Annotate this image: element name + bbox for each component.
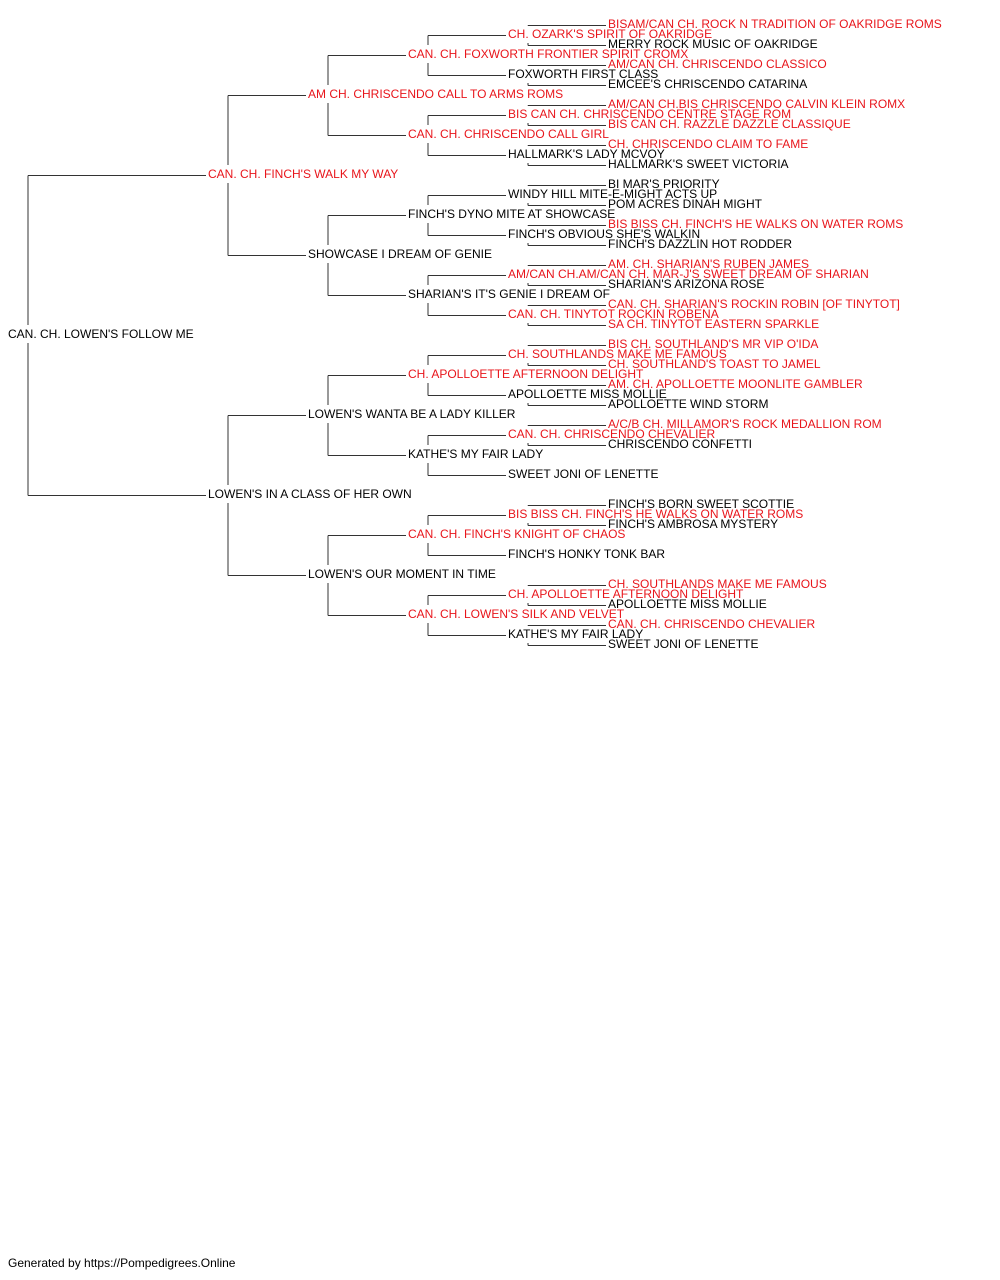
ancestor-name-gen-3: CAN. CH. LOWEN'S SILK AND VELVET <box>408 607 625 621</box>
ancestor-name-gen-5: FINCH'S DAZZLIN HOT RODDER <box>608 237 792 251</box>
ancestor-name-gen-5: BIS CH. SOUTHLAND'S MR VIP O'IDA <box>608 337 818 351</box>
ancestor-name-gen-3: CAN. CH. FINCH'S KNIGHT OF CHAOS <box>408 527 625 541</box>
ancestor-name-gen-4: SWEET JONI OF LENETTE <box>508 467 658 481</box>
ancestor-name-gen-4: FINCH'S OBVIOUS SHE'S WALKIN <box>508 227 700 241</box>
pedigree-tree: BISAM/CAN CH. ROCK N TRADITION OF OAKRID… <box>8 17 942 651</box>
ancestor-name-gen-5: POM ACRES DINAH MIGHT <box>608 197 763 211</box>
ancestor-name-gen-3: CAN. CH. CHRISCENDO CALL GIRL <box>408 127 609 141</box>
ancestor-name-gen-5: AM/CAN CH.BIS CHRISCENDO CALVIN KLEIN RO… <box>608 97 905 111</box>
ancestor-name-gen-4: BIS CAN CH. CHRISCENDO CENTRE STAGE ROM <box>508 107 791 121</box>
ancestor-name-gen-5: SA CH. TINYTOT EASTERN SPARKLE <box>608 317 819 331</box>
ancestor-name-gen-4: WINDY HILL MITE-E-MIGHT ACTS UP <box>508 187 717 201</box>
ancestor-name-gen-5: SHARIAN'S ARIZONA ROSE <box>608 277 764 291</box>
ancestor-name-gen-5: AM/CAN CH. CHRISCENDO CLASSICO <box>608 57 827 71</box>
ancestor-name-gen-5: BI MAR'S PRIORITY <box>608 177 720 191</box>
ancestor-name-gen-5: HALLMARK'S SWEET VICTORIA <box>608 157 789 171</box>
ancestor-name-gen-4: CH. APOLLOETTE AFTERNOON DELIGHT <box>508 587 744 601</box>
ancestor-name-gen-4: HALLMARK'S LADY MCVOY <box>508 147 665 161</box>
ancestor-name-gen-5: SWEET JONI OF LENETTE <box>608 637 758 651</box>
ancestor-name-gen-4: AM/CAN CH.AM/CAN CH. MAR-J'S SWEET DREAM… <box>508 267 869 281</box>
ancestor-name-gen-2: LOWEN'S OUR MOMENT IN TIME <box>308 567 496 581</box>
ancestor-name-gen-4: APOLLOETTE MISS MOLLIE <box>508 387 667 401</box>
ancestor-name-gen-5: FINCH'S AMBROSA MYSTERY <box>608 517 778 531</box>
ancestor-name-gen-4: BIS BISS CH. FINCH'S HE WALKS ON WATER R… <box>508 507 803 521</box>
footer-credit: Generated by https://Pompedigrees.Online <box>8 1256 236 1270</box>
ancestor-name-gen-4: CAN. CH. CHRISCENDO CHEVALIER <box>508 427 715 441</box>
ancestor-name-gen-5: CAN. CH. CHRISCENDO CHEVALIER <box>608 617 815 631</box>
ancestor-name-gen-5: CH. SOUTHLANDS MAKE ME FAMOUS <box>608 577 827 591</box>
ancestor-name-gen-2: AM CH. CHRISCENDO CALL TO ARMS ROMS <box>308 87 563 101</box>
subject-dog-name: CAN. CH. LOWEN'S FOLLOW ME <box>8 327 194 341</box>
ancestor-name-gen-3: SHARIAN'S IT'S GENIE I DREAM OF <box>408 287 610 301</box>
ancestor-name-gen-4: CAN. CH. TINYTOT ROCKIN ROBENA <box>508 307 719 321</box>
ancestor-name-gen-3: CH. APOLLOETTE AFTERNOON DELIGHT <box>408 367 644 381</box>
ancestor-name-gen-4: FOXWORTH FIRST CLASS <box>508 67 658 81</box>
ancestor-name-gen-5: CHRISCENDO CONFETTI <box>608 437 752 451</box>
ancestor-name-gen-5: FINCH'S BORN SWEET SCOTTIE <box>608 497 794 511</box>
ancestor-name-gen-5: A/C/B CH. MILLAMOR'S ROCK MEDALLION ROM <box>608 417 882 431</box>
ancestor-name-gen-1: CAN. CH. FINCH'S WALK MY WAY <box>208 167 398 181</box>
ancestor-name-gen-3: KATHE'S MY FAIR LADY <box>408 447 543 461</box>
ancestor-name-gen-2: SHOWCASE I DREAM OF GENIE <box>308 247 492 261</box>
ancestor-name-gen-5: BIS BISS CH. FINCH'S HE WALKS ON WATER R… <box>608 217 903 231</box>
ancestor-name-gen-4: CH. SOUTHLANDS MAKE ME FAMOUS <box>508 347 727 361</box>
ancestor-name-gen-5: APOLLOETTE MISS MOLLIE <box>608 597 767 611</box>
ancestor-name-gen-5: AM. CH. SHARIAN'S RUBEN JAMES <box>608 257 809 271</box>
ancestor-name-gen-2: LOWEN'S WANTA BE A LADY KILLER <box>308 407 516 421</box>
ancestor-name-gen-4: KATHE'S MY FAIR LADY <box>508 627 643 641</box>
ancestor-name-gen-5: APOLLOETTE WIND STORM <box>608 397 768 411</box>
ancestor-name-gen-5: CAN. CH. SHARIAN'S ROCKIN ROBIN [OF TINY… <box>608 297 900 311</box>
ancestor-name-gen-5: CH. CHRISCENDO CLAIM TO FAME <box>608 137 808 151</box>
ancestor-name-gen-5: BISAM/CAN CH. ROCK N TRADITION OF OAKRID… <box>608 17 942 31</box>
ancestor-name-gen-4: FINCH'S HONKY TONK BAR <box>508 547 665 561</box>
ancestor-name-gen-5: EMCEE'S CHRISCENDO CATARINA <box>608 77 807 91</box>
ancestor-name-gen-3: CAN. CH. FOXWORTH FRONTIER SPIRIT CROMX <box>408 47 688 61</box>
ancestor-name-gen-5: BIS CAN CH. RAZZLE DAZZLE CLASSIQUE <box>608 117 851 131</box>
ancestor-name-gen-5: AM. CH. APOLLOETTE MOONLITE GAMBLER <box>608 377 863 391</box>
ancestor-name-gen-5: MERRY ROCK MUSIC OF OAKRIDGE <box>608 37 818 51</box>
ancestor-name-gen-4: CH. OZARK'S SPIRIT OF OAKRIDGE <box>508 27 712 41</box>
ancestor-name-gen-1: LOWEN'S IN A CLASS OF HER OWN <box>208 487 412 501</box>
ancestor-name-gen-5: CH. SOUTHLAND'S TOAST TO JAMEL <box>608 357 821 371</box>
ancestor-name-gen-3: FINCH'S DYNO MITE AT SHOWCASE <box>408 207 615 221</box>
